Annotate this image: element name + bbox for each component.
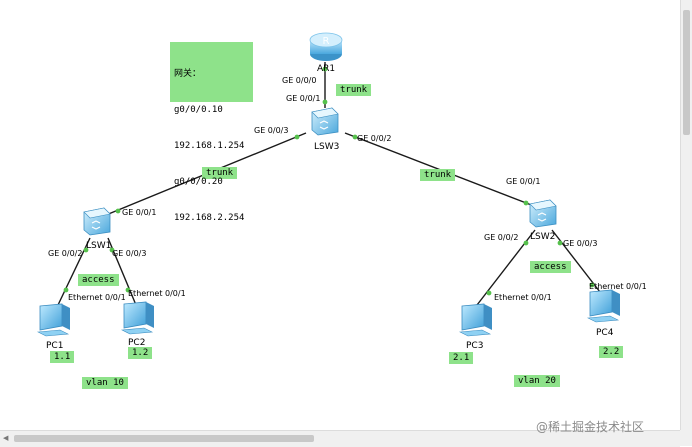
switch-icon[interactable] <box>526 198 558 228</box>
watermark: @稀土掘金技术社区 <box>536 420 645 434</box>
port-label: Ethernet 0/0/1 <box>128 289 186 298</box>
horizontal-scrollbar[interactable]: ◀ <box>0 430 680 447</box>
port-label: Ethernet 0/0/1 <box>68 293 126 302</box>
port-dot <box>352 134 358 140</box>
device-label-pc2: PC2 <box>128 338 146 348</box>
port-label: Ethernet 0/0/1 <box>494 293 552 302</box>
link-mode-tag: access <box>78 274 119 286</box>
port-dot <box>322 99 328 105</box>
port-label: Ethernet 0/0/1 <box>589 282 647 291</box>
port-dot <box>523 200 529 206</box>
router-icon[interactable]: R <box>308 30 344 64</box>
device-label-ar1: AR1 <box>317 64 336 74</box>
port-dot <box>589 282 595 288</box>
gateway-note-line: 192.168.2.254 <box>174 213 245 223</box>
port-dot <box>109 247 115 253</box>
topology-canvas[interactable]: R AR1 LSW3 LSW1 LSW2 <box>0 0 680 430</box>
switch-icon[interactable] <box>80 206 112 236</box>
link-mode-tag: access <box>530 261 571 273</box>
link-mode-tag: trunk <box>420 169 456 181</box>
device-label-pc4: PC4 <box>596 328 614 338</box>
ip-tag: 1.2 <box>128 347 153 359</box>
port-label: GE 0/0/3 <box>563 239 598 248</box>
port-label: GE 0/0/3 <box>112 249 147 258</box>
gateway-note-line: g0/0/0.10 <box>174 105 223 115</box>
gateway-note: 网关： g0/0/0.10 192.168.1.254 g0/0/0.20 19… <box>170 42 253 223</box>
port-label: GE 0/0/2 <box>484 233 519 242</box>
vertical-scrollbar-thumb[interactable] <box>683 10 690 135</box>
port-label: GE 0/0/1 <box>286 94 321 103</box>
pc-icon[interactable] <box>118 300 158 336</box>
port-label: GE 0/0/1 <box>506 177 541 186</box>
port-dot <box>486 290 492 296</box>
switch-icon[interactable] <box>308 106 340 136</box>
scrollbar-corner <box>680 430 692 446</box>
pc-icon[interactable] <box>34 302 74 338</box>
port-dot <box>557 240 563 246</box>
port-label: GE 0/0/1 <box>122 208 157 217</box>
port-dot <box>115 208 121 214</box>
device-label-pc3: PC3 <box>466 341 484 351</box>
vertical-scrollbar[interactable] <box>680 0 692 430</box>
link-mode-tag: trunk <box>336 84 372 96</box>
port-label: GE 0/0/2 <box>48 249 83 258</box>
port-dot <box>63 287 69 293</box>
link-lsw2-pc4 <box>551 229 601 293</box>
device-label-lsw2: LSW2 <box>530 232 556 242</box>
ip-tag: 1.1 <box>50 351 75 363</box>
vlan-tag: vlan 20 <box>514 375 560 387</box>
ip-tag: 2.1 <box>449 352 474 364</box>
gateway-note-line: 网关： <box>174 69 202 79</box>
svg-text:R: R <box>323 36 330 47</box>
link-mode-tag: trunk <box>202 167 238 179</box>
horizontal-scrollbar-thumb[interactable] <box>14 435 314 442</box>
gateway-note-line: 192.168.1.254 <box>174 141 245 151</box>
device-label-pc1: PC1 <box>46 341 64 351</box>
port-label: GE 0/0/2 <box>357 134 392 143</box>
port-dot <box>125 287 131 293</box>
ip-tag: 2.2 <box>599 346 624 358</box>
port-dot <box>523 240 529 246</box>
vlan-tag: vlan 10 <box>82 377 128 389</box>
port-dot <box>322 66 328 72</box>
gateway-note-line: g0/0/0.20 <box>174 177 223 187</box>
port-dot <box>294 134 300 140</box>
pc-icon[interactable] <box>456 302 496 338</box>
device-label-lsw1: LSW1 <box>86 241 112 251</box>
port-label: GE 0/0/0 <box>282 76 317 85</box>
port-dot <box>83 247 89 253</box>
scroll-left-icon[interactable]: ◀ <box>3 434 9 442</box>
device-label-lsw3: LSW3 <box>314 142 340 152</box>
port-label: GE 0/0/3 <box>254 126 289 135</box>
pc-icon[interactable] <box>584 288 624 324</box>
